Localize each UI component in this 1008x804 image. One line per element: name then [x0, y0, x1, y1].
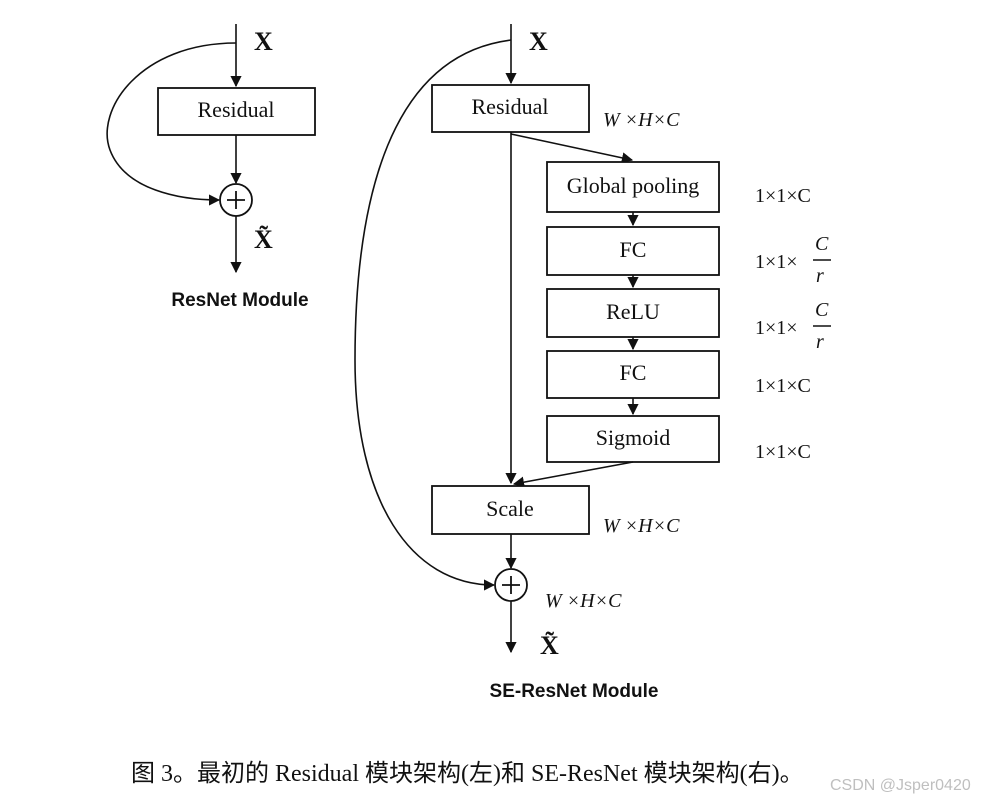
relu-dim-numerator: C	[815, 299, 829, 321]
scale-label: Scale	[486, 496, 534, 521]
resnet-module: X Residual X̃ ResNet Module	[106, 24, 316, 311]
resnet-module-title: ResNet Module	[171, 290, 308, 311]
relu-dim-prefix: 1×1×	[755, 317, 798, 339]
fc1-dim-denominator: r	[816, 265, 824, 287]
sum-dim-label: W ×H×C	[545, 590, 622, 612]
fc1-dim: 1×1× C r	[755, 233, 831, 287]
scale-block	[431, 485, 590, 535]
skip-connection	[354, 39, 512, 591]
sigmoid-to-scale-line	[512, 461, 634, 488]
input-label: X	[254, 27, 273, 56]
branch-to-pooling-line	[510, 133, 634, 164]
fc2-block	[546, 350, 720, 399]
watermark: CSDN @Jsper0420	[830, 777, 971, 794]
fc2-dim: 1×1×C	[755, 375, 811, 397]
skip-connection	[106, 42, 237, 206]
input-label: X	[529, 27, 548, 56]
relu-label: ReLU	[606, 299, 660, 324]
scale-dim-label: W ×H×C	[603, 515, 680, 537]
global-pooling-dim: 1×1×C	[755, 185, 811, 207]
relu-dim-denominator: r	[816, 331, 824, 353]
residual-block-label: Residual	[472, 94, 549, 119]
se-resnet-module: X Residual W ×H×C Global pooling 1×1×C F…	[354, 24, 831, 702]
fc1-block	[546, 226, 720, 276]
residual-dim-label: W ×H×C	[603, 109, 680, 131]
fc2-label: FC	[620, 360, 647, 385]
se-resnet-module-title: SE-ResNet Module	[490, 681, 659, 702]
sigmoid-dim: 1×1×C	[755, 441, 811, 463]
fc1-dim-prefix: 1×1×	[755, 251, 798, 273]
sum-node	[219, 183, 253, 217]
sigmoid-block	[546, 415, 720, 463]
residual-block	[431, 84, 590, 133]
global-pooling-block	[546, 161, 720, 213]
relu-block	[546, 288, 720, 338]
fc1-label: FC	[620, 237, 647, 262]
figure-caption: 图 3。最初的 Residual 模块架构(左)和 SE-ResNet 模块架构…	[131, 760, 804, 787]
relu-dim: 1×1× C r	[755, 299, 831, 353]
global-pooling-label: Global pooling	[567, 173, 700, 198]
residual-block-label: Residual	[198, 97, 275, 122]
output-label: X̃	[540, 631, 559, 660]
sigmoid-label: Sigmoid	[596, 425, 671, 450]
fc1-dim-numerator: C	[815, 233, 829, 255]
output-label: X̃	[254, 225, 273, 254]
sum-node	[494, 568, 528, 602]
